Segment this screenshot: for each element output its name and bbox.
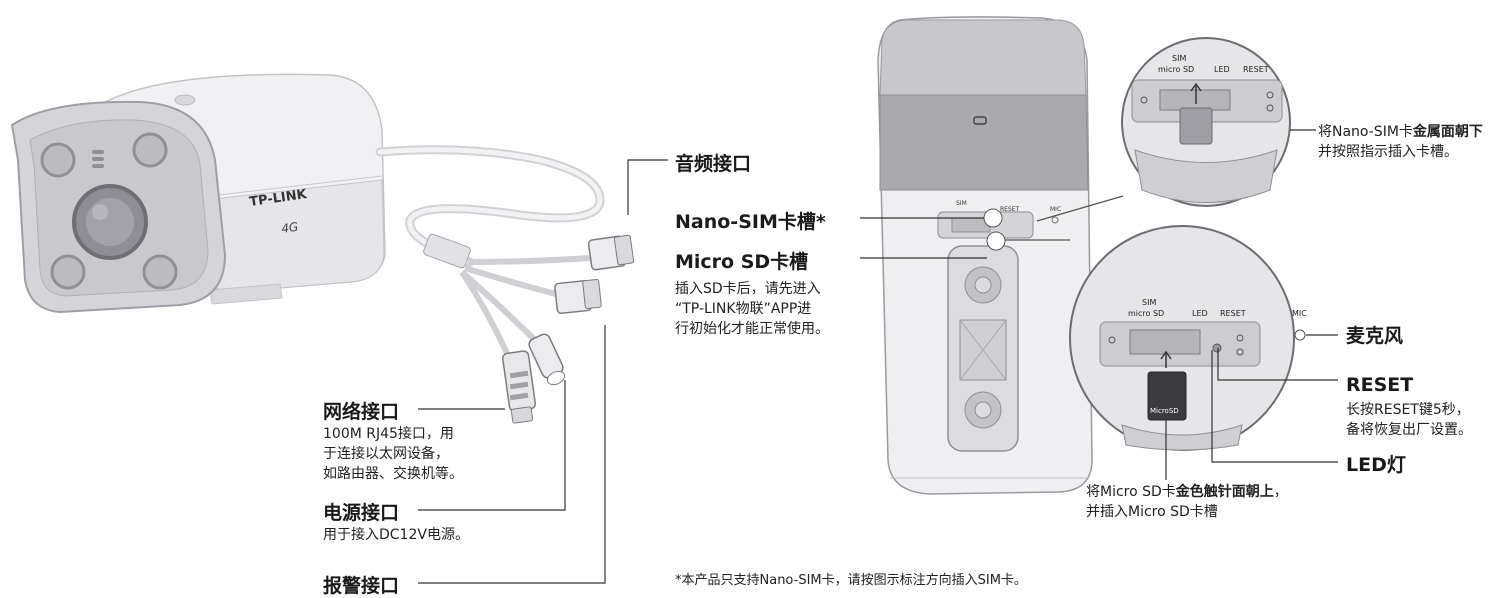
nano-sim-slot-title: Nano-SIM卡槽* (675, 211, 826, 233)
rj45-connector (501, 350, 537, 424)
svg-text:SIM: SIM (1142, 298, 1156, 307)
svg-text:LED: LED (1192, 309, 1208, 318)
audio-connector (587, 234, 635, 271)
audio-port-title: 音频接口 (675, 153, 752, 175)
power-connector (528, 333, 566, 386)
network-port-desc: 100M RJ45接口，用 于连接以太网设备， 如路由器、交换机等。 (323, 426, 463, 482)
svg-text:SIM: SIM (956, 200, 967, 207)
mic-title: 麦克风 (1346, 325, 1404, 347)
device-back-view: SIM RESET MIC (877, 16, 1093, 495)
power-port-title: 电源接口 (323, 502, 400, 524)
footnote: *本产品只支持Nano-SIM卡，请按图示标注方向插入SIM卡。 (675, 573, 1027, 588)
sim-insert-instruction: 将Nano-SIM卡金属面朝下 并按照指示插入卡槽。 (1318, 124, 1483, 160)
network-port-title: 网络接口 (323, 401, 400, 423)
alarm-port-title: 报警接口 (323, 575, 400, 597)
svg-text:MIC: MIC (1050, 206, 1061, 213)
svg-text:RESET: RESET (1243, 65, 1269, 74)
svg-text:micro SD: micro SD (1128, 309, 1164, 318)
reset-title: RESET (1346, 374, 1414, 396)
reset-desc: 长按RESET键5秒， 备将恢复出厂设置。 (1346, 402, 1472, 438)
camera-body: TP-LINK 4G (10, 73, 386, 314)
power-port-desc: 用于接入DC12V电源。 (323, 527, 469, 543)
micro-sd-slot-desc: 插入SD卡后，请先进入 “TP-LINK物联”APP进 行初始化才能正常使用。 (675, 281, 829, 337)
left-leader-lines (418, 159, 668, 584)
svg-text:MicroSD: MicroSD (1150, 407, 1179, 415)
led-title: LED灯 (1346, 454, 1406, 476)
sd-zoom-view: SIM micro SD LED RESET MIC MicroSD (1005, 225, 1307, 451)
sim-zoom-view: SIM micro SD LED RESET (1036, 37, 1291, 222)
right-leader-lines (860, 217, 1338, 480)
svg-text:SIM: SIM (1172, 54, 1186, 63)
sd-insert-instruction: 将Micro SD卡金色触针面朝上， 并插入Micro SD卡槽 (1086, 484, 1288, 520)
micro-sd-slot-title: Micro SD卡槽 (675, 251, 809, 273)
camera-illustration: TP-LINK 4G (10, 73, 668, 584)
alarm-connector (554, 278, 602, 315)
sim-instruction-leader (1290, 129, 1316, 131)
svg-text:MIC: MIC (1292, 309, 1307, 318)
svg-text:RESET: RESET (1000, 206, 1020, 213)
svg-text:LED: LED (1214, 65, 1230, 74)
svg-text:micro SD: micro SD (1158, 65, 1194, 74)
panel-illustration: SIM RESET MIC SIM micro SD LED RESET (860, 16, 1338, 495)
network-badge: 4G (280, 220, 299, 236)
svg-text:RESET: RESET (1220, 309, 1246, 318)
